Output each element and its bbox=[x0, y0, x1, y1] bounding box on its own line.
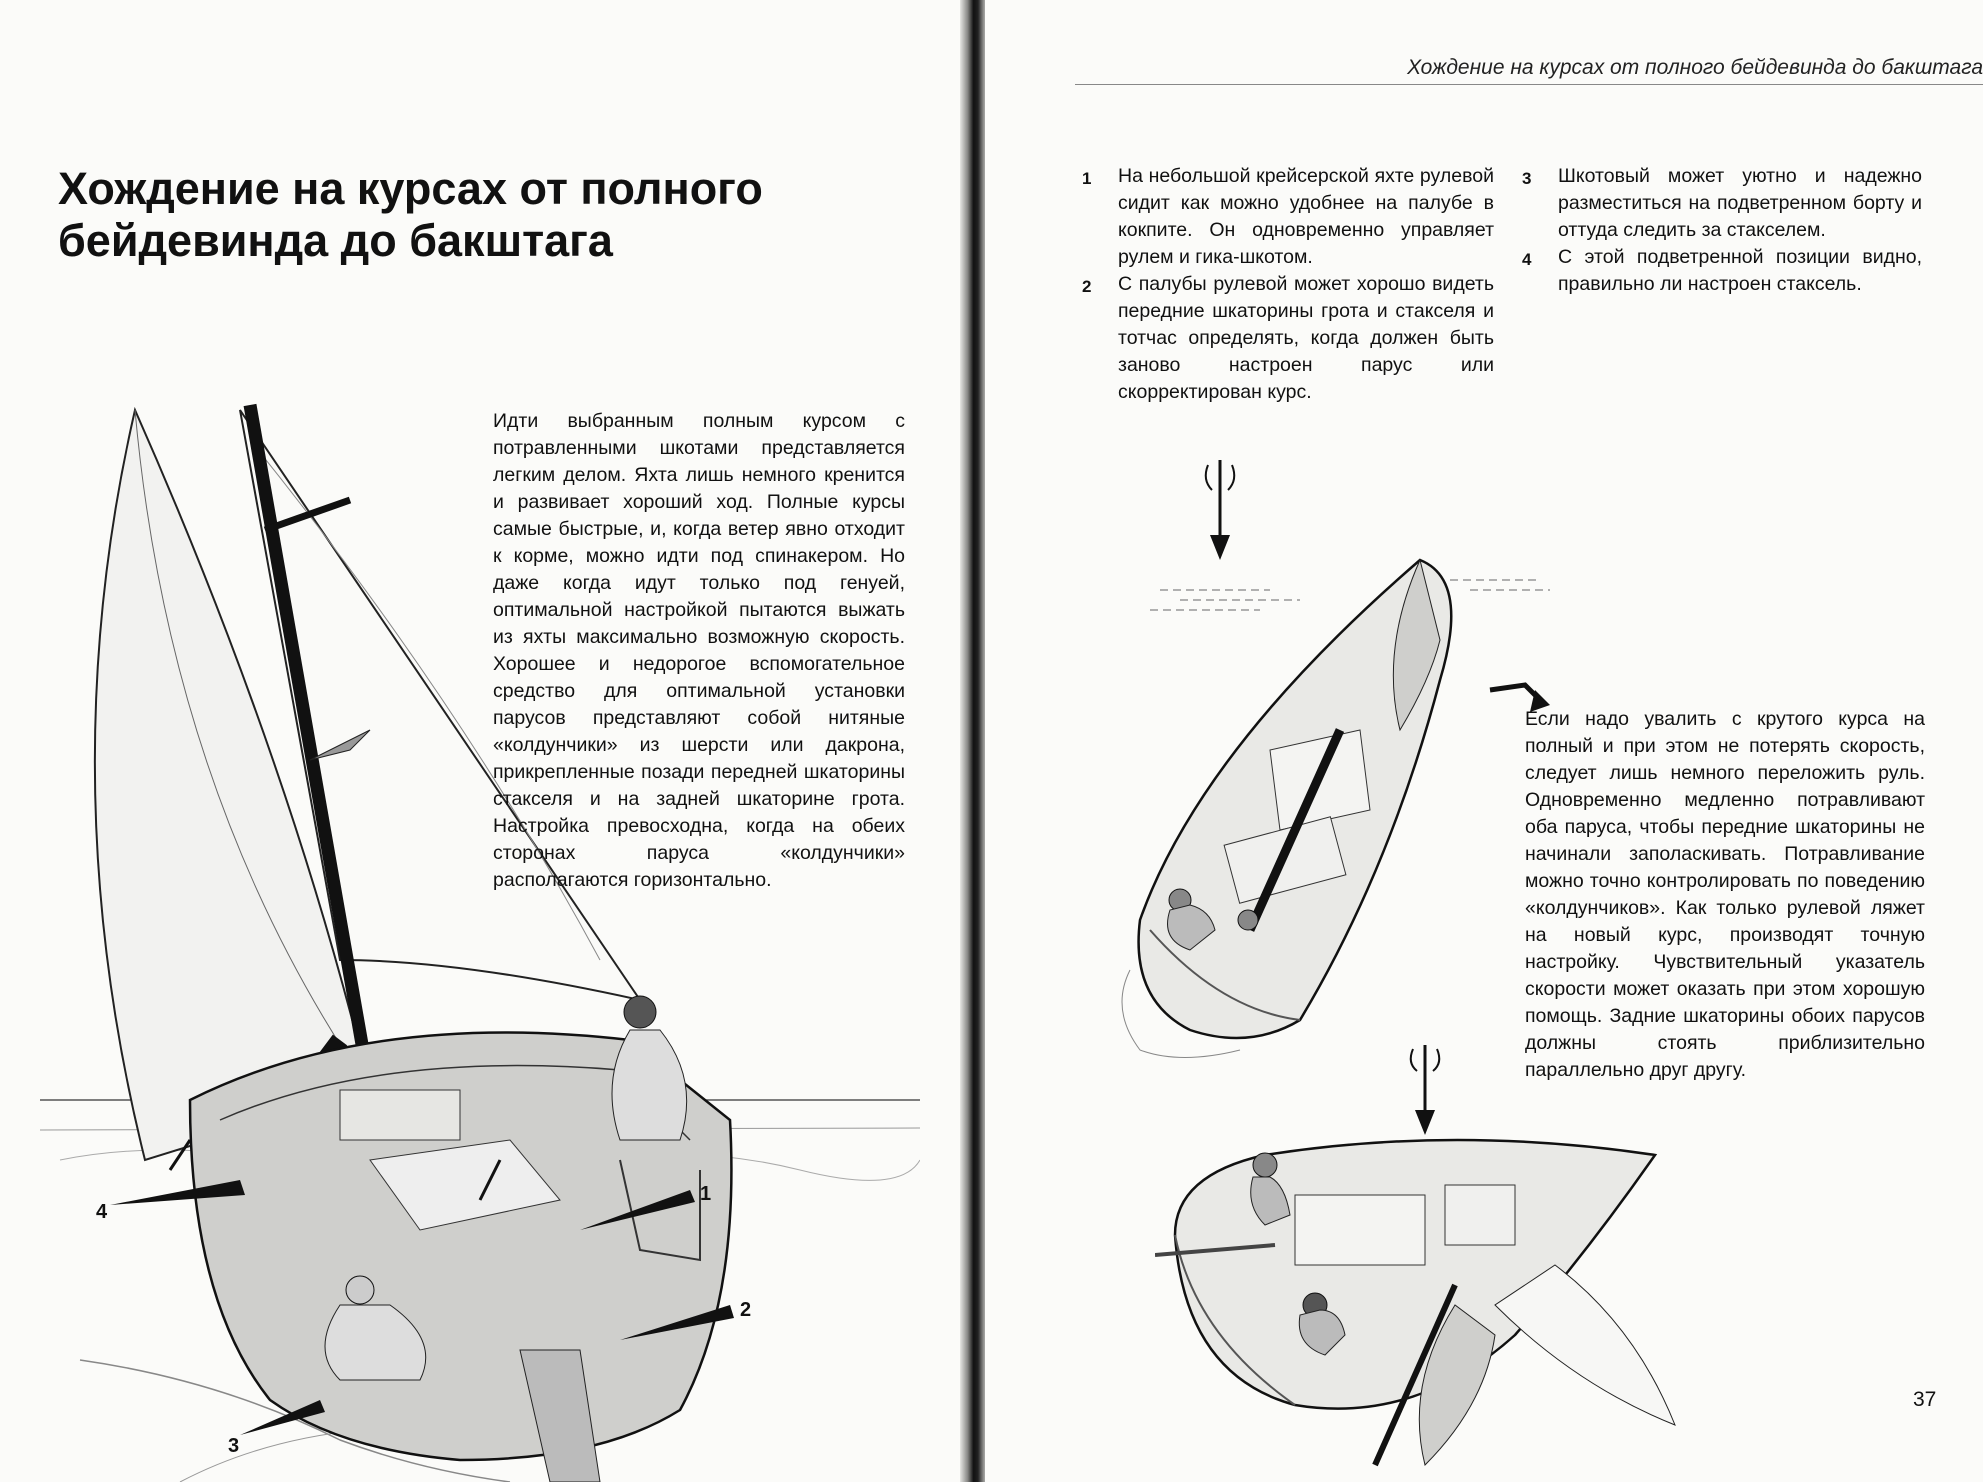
right-page: Хождение на курсах от полного бейдевинда… bbox=[985, 0, 1983, 1482]
callout-4: 4 bbox=[96, 1201, 108, 1223]
title-line-2: бейдевинда до бакштага bbox=[58, 215, 613, 266]
item-text: На небольшой крейсерской яхте рулевой си… bbox=[1118, 165, 1494, 268]
item-text: С палубы рулевой может хорошо видеть пер… bbox=[1118, 273, 1494, 403]
numbered-list-right: 3 Шкотовый может уютно и надежно размест… bbox=[1522, 163, 1922, 298]
callout-2: 2 bbox=[740, 1299, 751, 1321]
running-head: Хождение на курсах от полного бейдевинда… bbox=[1407, 56, 1983, 79]
item-text: С этой подветренной позиции видно, прави… bbox=[1558, 246, 1922, 295]
page-title: Хождение на курсах от полного бейдевинда… bbox=[58, 163, 818, 267]
item-text: Шкотовый может уютно и надежно разместит… bbox=[1558, 165, 1922, 241]
list-item: 1 На небольшой крейсерской яхте рулевой … bbox=[1082, 163, 1494, 271]
list-item: 4 С этой подветренной позиции видно, пра… bbox=[1522, 244, 1922, 298]
item-number: 2 bbox=[1082, 277, 1092, 296]
list-item: 2 С палубы рулевой может хорошо видеть п… bbox=[1082, 271, 1494, 406]
callout-1: 1 bbox=[700, 1183, 711, 1205]
intro-paragraph: Идти выбранным полным курсом с потравлен… bbox=[493, 410, 905, 891]
callout-3: 3 bbox=[228, 1435, 239, 1457]
item-number: 1 bbox=[1082, 169, 1092, 188]
sailboat-illustration: 4 1 2 3 bbox=[40, 403, 920, 1482]
course-change-paragraph: Если надо увалить с крутого курса на пол… bbox=[1525, 708, 1925, 1081]
item-number: 3 bbox=[1522, 169, 1532, 188]
title-line-1: Хождение на курсах от полного bbox=[58, 163, 763, 214]
header-rule bbox=[1075, 84, 1983, 85]
page-number: 37 bbox=[1913, 1388, 1937, 1411]
left-page: 4 1 2 3 Хождение на курсах от полного бе… bbox=[0, 0, 965, 1482]
boat-top-view-illustration bbox=[1121, 460, 1550, 1058]
numbered-list-left: 1 На небольшой крейсерской яхте рулевой … bbox=[1082, 163, 1494, 406]
list-item: 3 Шкотовый может уютно и надежно размест… bbox=[1522, 163, 1922, 244]
boat-broad-reach-illustration bbox=[1155, 1045, 1676, 1467]
item-number: 4 bbox=[1522, 250, 1532, 269]
